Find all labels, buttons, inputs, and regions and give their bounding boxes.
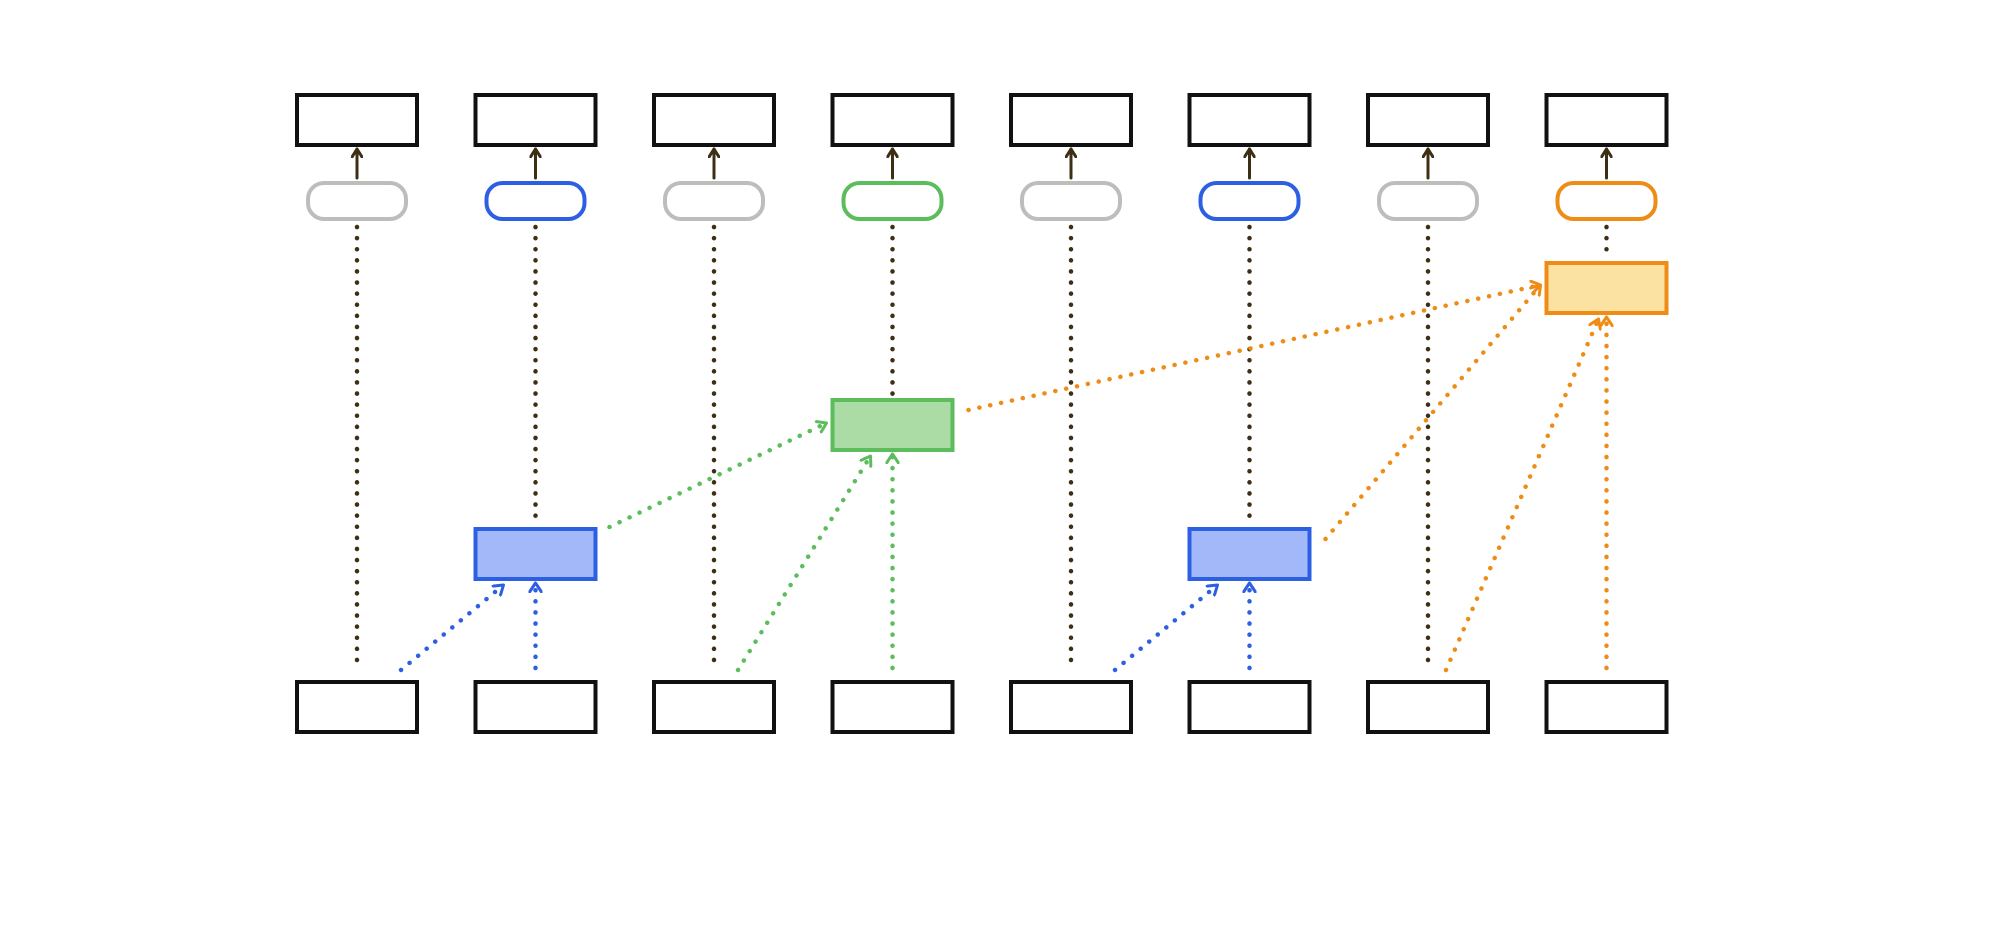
block-link-block-1-to-block-3 <box>607 423 829 530</box>
state-pill-7 <box>1377 181 1479 221</box>
block-link-block-3-to-block-4 <box>966 285 1543 413</box>
input-arrow-diagonal-1-to-block-1 <box>398 582 506 673</box>
state-pill-6 <box>1198 181 1301 221</box>
output-box-4 <box>830 93 955 147</box>
block-link-block-2-to-block-4 <box>1323 282 1543 542</box>
merge-block-3-green <box>830 398 955 452</box>
merge-block-4-orange <box>1544 261 1669 315</box>
input-box-7 <box>1366 680 1490 734</box>
merge-block-2-blue <box>1187 527 1312 581</box>
input-box-6 <box>1187 680 1312 734</box>
output-box-8 <box>1544 93 1669 147</box>
output-box-1 <box>295 93 419 147</box>
merge-block-1-blue <box>473 527 598 581</box>
input-box-5 <box>1009 680 1133 734</box>
input-box-4 <box>830 680 955 734</box>
state-pill-4 <box>841 181 944 221</box>
input-box-1 <box>295 680 419 734</box>
state-pill-3 <box>663 181 765 221</box>
state-pill-5 <box>1020 181 1122 221</box>
input-box-2 <box>473 680 598 734</box>
state-pill-8 <box>1555 181 1658 221</box>
input-arrow-diagonal-5-to-block-2 <box>1112 582 1220 673</box>
output-box-3 <box>652 93 776 147</box>
state-pill-2 <box>484 181 587 221</box>
input-box-3 <box>652 680 776 734</box>
output-box-7 <box>1366 93 1490 147</box>
output-box-6 <box>1187 93 1312 147</box>
input-arrow-diagonal-3-to-block-3 <box>735 453 873 673</box>
output-box-5 <box>1009 93 1133 147</box>
state-pill-1 <box>306 181 408 221</box>
input-box-8 <box>1544 680 1669 734</box>
output-box-2 <box>473 93 598 147</box>
